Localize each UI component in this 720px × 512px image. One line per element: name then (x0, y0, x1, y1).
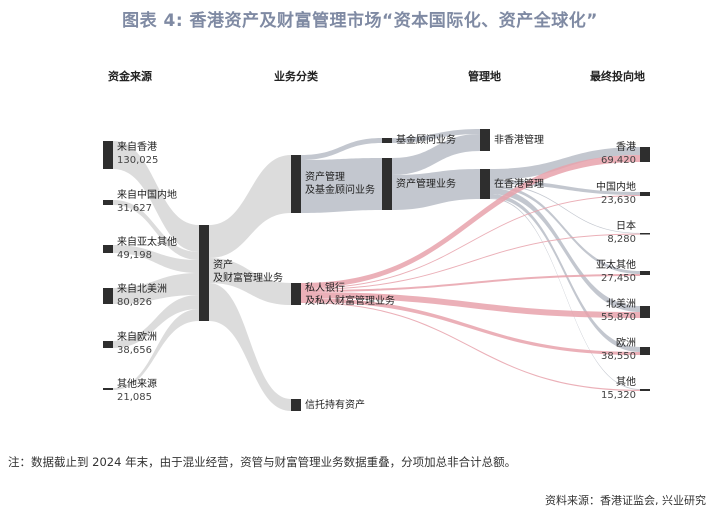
flow-total-to-asset-mgmt (209, 155, 291, 258)
private-banking-node (291, 283, 301, 305)
flow-source-5 (113, 309, 199, 390)
asset-mgmt-node (291, 155, 301, 213)
node-label-total-business: 资产 及财富管理业务 (213, 260, 283, 284)
flow-private-banking-to-dest-5 (301, 298, 640, 355)
flow-asset-business-to-hk (392, 169, 480, 210)
flow-private-banking-to-dest-3 (301, 274, 640, 292)
flow-private-banking-to-dest-2 (301, 233, 640, 290)
destination-node-0 (640, 147, 650, 162)
trust-node (291, 399, 301, 411)
fund-advisory-node (382, 138, 392, 143)
footnote: 注：数据截止到 2024 年末，由于混业经营，资管与财富管理业务数据重叠，分项加… (8, 455, 517, 469)
node-label-non-hk-managed: 非香港管理 (494, 135, 544, 146)
flow-source-2 (113, 245, 199, 273)
hk-managed-node (480, 169, 490, 199)
flow-private-banking-to-dest-6 (301, 302, 640, 391)
flow-total-to-trust (209, 283, 291, 411)
flow-source-4 (113, 295, 199, 348)
node-label-asset-mgmt-business: 资产管理业务 (396, 179, 456, 190)
flow-total-to-private-banking (209, 258, 291, 305)
node-label-asset-mgmt: 资产管理 及基金顾问业务 (305, 172, 375, 196)
column-header-business: 业务分类 (274, 70, 318, 83)
flow-source-1 (113, 200, 199, 260)
flow-hk-managed-to-dest-2 (490, 184, 640, 234)
flow-hk-managed-to-dest-0 (490, 147, 640, 180)
non-hk-managed-node (480, 129, 490, 151)
source-node-2 (103, 245, 113, 253)
column-header-funding-source: 资金来源 (108, 70, 152, 83)
source-node-0 (103, 141, 113, 169)
destination-node-5 (640, 347, 650, 355)
column-header-destination: 最终投向地 (590, 70, 645, 83)
column-header-management: 管理地 (468, 70, 501, 83)
flow-private-banking-to-dest-4 (301, 292, 640, 318)
flow-asset-to-asset-business (301, 158, 382, 213)
flow-hk-managed-to-dest-3 (490, 185, 640, 274)
destination-node-2 (640, 233, 650, 235)
node-label-trust: 信托持有资产 (305, 400, 365, 411)
node-label-private-banking: 私人银行 及私人财富管理业务 (305, 283, 395, 307)
flow-private-banking-to-dest-1 (301, 195, 640, 289)
destination-node-3 (640, 271, 650, 275)
flow-fund-advisory-to-non-hk (392, 129, 480, 143)
source-node-4 (103, 341, 113, 348)
source-node-5 (103, 388, 113, 390)
asset-business-node (382, 158, 392, 210)
flow-source-3 (113, 273, 199, 304)
node-label-fund-advisory: 基金顾问业务 (396, 135, 456, 146)
destination-node-4 (640, 306, 650, 318)
source-node-1 (103, 200, 113, 205)
flow-asset-business-to-non-hk (392, 134, 480, 175)
flow-hk-managed-to-dest-4 (490, 188, 640, 312)
destination-node-1 (640, 192, 650, 196)
chart-title: 图表 4: 香港资产及财富管理市场“资本国际化、资产全球化” (122, 11, 598, 31)
destination-node-6 (640, 389, 650, 391)
source-node-3 (103, 288, 113, 304)
flow-asset-to-fund-advisory (301, 138, 382, 160)
total-business-node (199, 225, 209, 321)
flow-hk-managed-to-dest-6 (490, 198, 640, 390)
flow-private-banking-to-dest-0 (301, 155, 640, 288)
node-label-hk-managed: 在香港管理 (494, 179, 544, 190)
flow-source-0 (113, 141, 199, 252)
flow-hk-managed-to-dest-5 (490, 194, 640, 352)
data-source: 资料来源：香港证监会, 兴业研究 (545, 494, 706, 507)
